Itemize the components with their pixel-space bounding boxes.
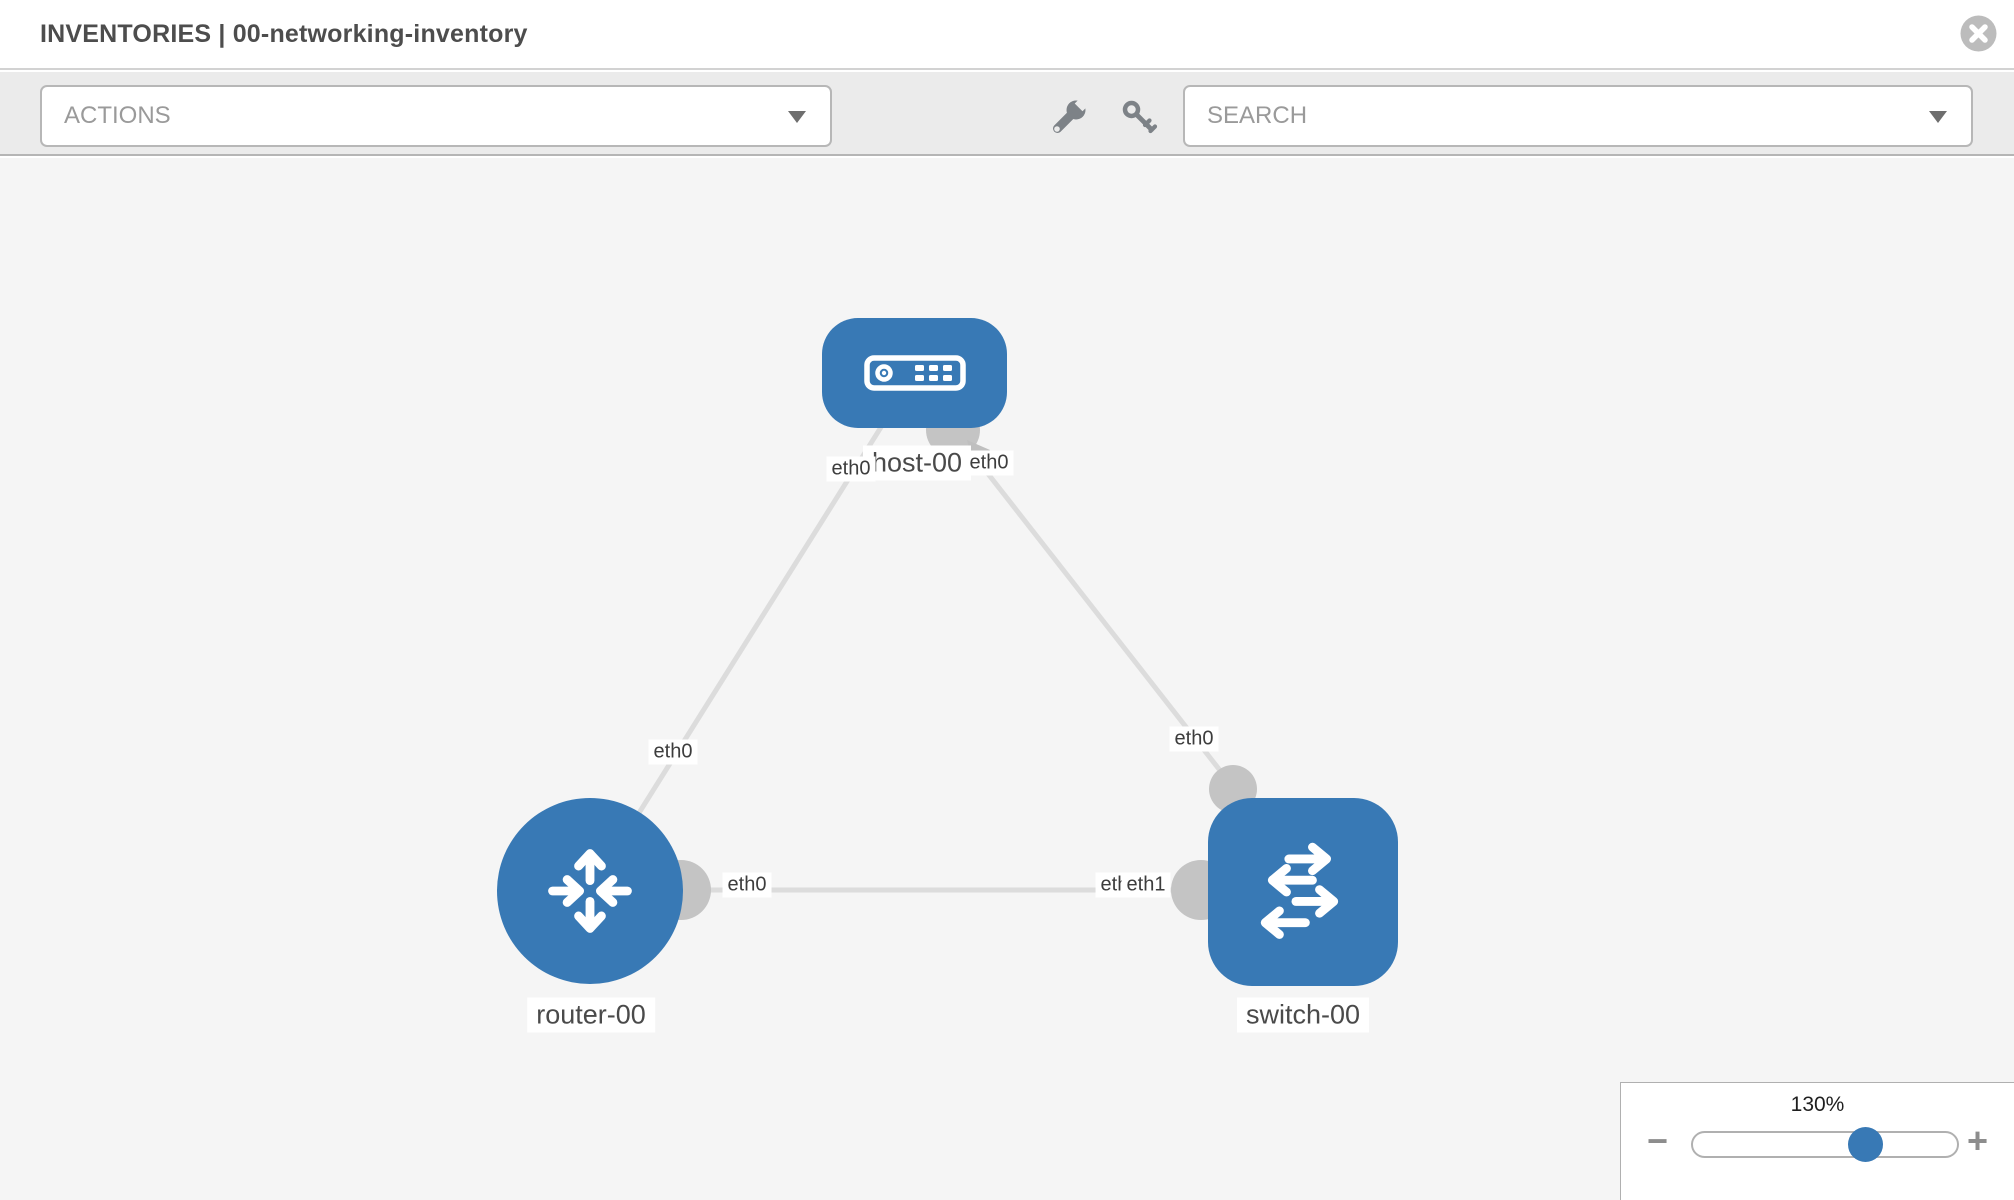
key-icon	[1122, 100, 1158, 134]
route-arrows-icon	[548, 849, 632, 933]
node-router-00[interactable]	[497, 798, 683, 984]
credentials-button[interactable]	[1119, 97, 1159, 137]
server-icon	[863, 355, 966, 391]
zoom-slider-thumb[interactable]	[1847, 1127, 1883, 1162]
adhoc-command-button[interactable]	[1049, 95, 1091, 137]
interface-label-mid-left: eth0	[722, 872, 772, 898]
zoom-in-button[interactable]: +	[1967, 1120, 1989, 1161]
zoom-control-panel: 130% − +	[1620, 1082, 2014, 1200]
actions-dropdown-label: ACTIONS	[64, 102, 171, 129]
interface-label-mid-right-over: eth1	[1121, 872, 1171, 898]
zoom-out-button[interactable]: −	[1647, 1120, 1669, 1161]
zoom-slider-track[interactable]	[1691, 1127, 1959, 1162]
topology-canvas[interactable]: host-00 router-00 switch-00 eth0 eth0 et…	[0, 158, 2014, 1200]
zoom-percent-value: 130%	[1790, 1093, 1845, 1116]
wrench-icon	[1053, 95, 1091, 133]
close-button[interactable]	[1960, 15, 1997, 52]
interface-label-switch-upper: eth0	[1169, 726, 1219, 752]
interface-label-host-right: eth0	[964, 450, 1014, 476]
search-dropdown-label: SEARCH	[1207, 102, 1308, 129]
node-label-router: router-00	[527, 997, 655, 1033]
node-switch-00[interactable]	[1208, 798, 1398, 986]
node-label-switch: switch-00	[1236, 997, 1370, 1033]
chevron-down-icon	[1929, 111, 1947, 123]
chevron-down-icon	[788, 111, 806, 123]
actions-dropdown[interactable]: ACTIONS	[40, 85, 832, 147]
interface-label-router-upper: eth0	[648, 739, 698, 765]
toolbar: ACTIONS SEARCH	[0, 72, 2014, 156]
interface-label-host-left: eth0	[826, 456, 876, 482]
node-label-host: host-00	[862, 445, 972, 481]
links-layer	[587, 371, 1303, 920]
x-circle-icon	[1960, 15, 1997, 52]
node-host-00[interactable]	[822, 318, 1007, 428]
header: INVENTORIES | 00-networking-inventory	[0, 0, 2014, 70]
page-title: INVENTORIES | 00-networking-inventory	[40, 20, 528, 48]
search-dropdown[interactable]: SEARCH	[1183, 85, 1973, 147]
switch-arrows-icon	[1260, 842, 1339, 939]
